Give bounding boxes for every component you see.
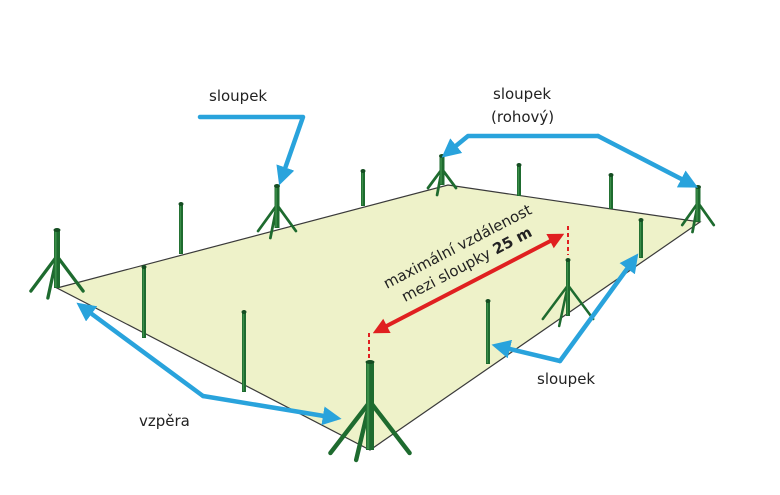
corner-post-left bbox=[29, 228, 85, 300]
brace-strut bbox=[696, 201, 716, 227]
post-cap bbox=[365, 360, 375, 364]
post-cap bbox=[485, 299, 491, 303]
post-highlight bbox=[517, 166, 519, 195]
brace-strut bbox=[566, 283, 595, 321]
post-highlight bbox=[609, 176, 611, 208]
post-back-5 bbox=[178, 202, 184, 254]
post-cap bbox=[638, 218, 644, 222]
callout-arrow-post-right-a bbox=[491, 339, 563, 364]
brace-strut bbox=[275, 203, 298, 233]
post-back-1 bbox=[608, 173, 614, 209]
post-cap bbox=[141, 265, 147, 269]
post-front-1 bbox=[141, 265, 147, 338]
post-shaft bbox=[274, 186, 280, 228]
post-highlight bbox=[696, 188, 698, 221]
label-corner-post-line2: (rohový) bbox=[491, 108, 554, 126]
post-shaft bbox=[366, 362, 374, 450]
post-cap bbox=[695, 185, 701, 189]
post-cap bbox=[565, 258, 571, 262]
post-highlight bbox=[486, 302, 488, 363]
post-highlight bbox=[440, 157, 442, 184]
brace-strut bbox=[328, 399, 373, 456]
callout-arrow-corner-left bbox=[441, 133, 601, 158]
post-shaft bbox=[439, 156, 445, 185]
post-cap bbox=[360, 169, 366, 173]
brace-strut bbox=[680, 201, 700, 227]
label-post-top: sloupek bbox=[209, 87, 267, 105]
post-highlight bbox=[242, 313, 244, 391]
brace-strut bbox=[367, 399, 412, 456]
callout-arrow-post-top bbox=[197, 114, 306, 186]
post-highlight bbox=[54, 231, 57, 287]
post-cap bbox=[516, 163, 522, 167]
post-cap bbox=[53, 228, 61, 232]
brace-strut bbox=[29, 254, 59, 293]
label-corner-post-line1: sloupek bbox=[493, 85, 551, 103]
post-front-2 bbox=[241, 310, 247, 392]
callout-arrow-corner-right bbox=[595, 133, 699, 188]
dimension-indicator bbox=[368, 226, 569, 360]
label-post-right: sloupek bbox=[537, 370, 595, 388]
post-highlight bbox=[142, 268, 144, 337]
post-highlight bbox=[639, 221, 641, 257]
post-highlight bbox=[179, 205, 181, 253]
callout-arrow-brace-left bbox=[76, 302, 206, 399]
post-back-2 bbox=[516, 163, 522, 196]
post-cap bbox=[608, 173, 614, 177]
corner-post-right bbox=[680, 185, 716, 234]
post-shaft bbox=[54, 230, 60, 288]
corner-post-front bbox=[328, 360, 412, 463]
callout-arrow-brace-right bbox=[200, 393, 342, 426]
callout-arrow-post-right-b bbox=[557, 253, 639, 364]
post-back-4 bbox=[256, 184, 298, 240]
post-highlight bbox=[366, 363, 370, 449]
brace-strut bbox=[256, 203, 279, 233]
post-front-5 bbox=[638, 218, 644, 258]
post-shaft bbox=[695, 187, 701, 222]
dimension-arrow bbox=[372, 233, 565, 334]
brace-strut bbox=[55, 254, 85, 293]
post-cap bbox=[274, 184, 280, 188]
label-brace: vzpěra bbox=[139, 412, 190, 430]
post-cap bbox=[178, 202, 184, 206]
corner-post-back bbox=[426, 154, 458, 197]
post-highlight bbox=[361, 172, 363, 205]
post-front-3 bbox=[485, 299, 491, 364]
post-highlight bbox=[566, 261, 568, 315]
post-cap bbox=[241, 310, 247, 314]
post-highlight bbox=[275, 187, 277, 227]
post-back-3 bbox=[360, 169, 366, 206]
